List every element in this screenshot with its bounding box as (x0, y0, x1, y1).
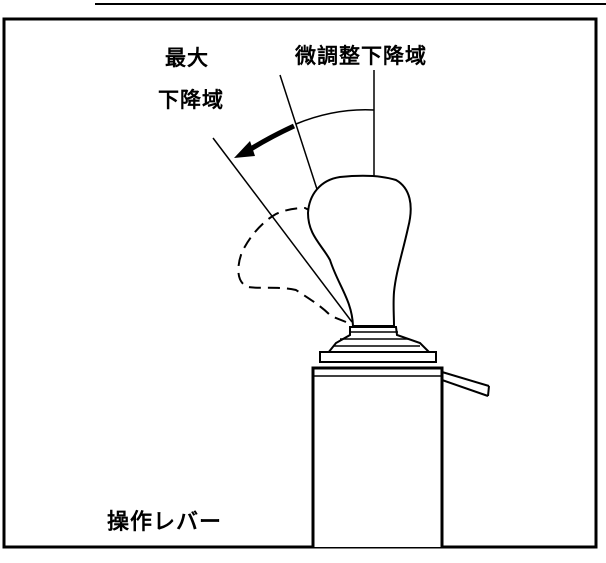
max-lowering-label-line1: 最大 (165, 46, 209, 70)
lever-housing (311, 366, 444, 547)
max-lowering-arrowhead (234, 141, 255, 158)
max-lowering-label-line2: 下降域 (158, 88, 224, 112)
max-lowering-limit-line (212, 137, 353, 323)
side-bracket-lower (441, 379, 489, 397)
side-bracket-upper (441, 371, 490, 387)
fine-adjust-range-arc (295, 109, 375, 125)
fine-adjust-lowering-label: 微調整下降域 (295, 44, 427, 68)
diagram-frame (2, 17, 598, 549)
lever-boot (325, 326, 433, 354)
max-lowering-arrow (244, 123, 296, 155)
side-bracket-end (487, 385, 490, 397)
operating-lever-label: 操作レバー (107, 510, 223, 535)
lever-knob (306, 174, 412, 327)
lever-base-flange (319, 351, 437, 363)
